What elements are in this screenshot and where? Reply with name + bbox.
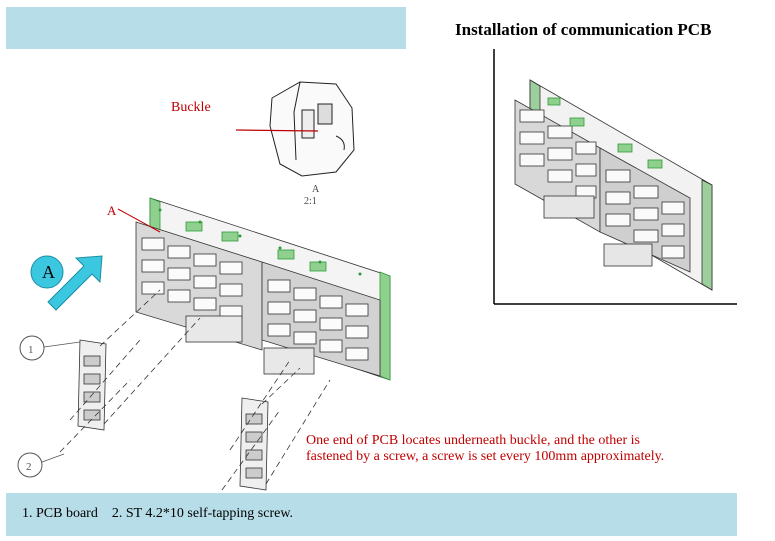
page-title: Installation of communication PCB [455,20,712,39]
part-balloon-2 [17,452,65,478]
part-2-label: 2 [26,461,32,473]
callout-a-label: A [107,203,117,218]
footer-bar [6,493,737,536]
installation-note: One end of PCB locates underneath buckle… [306,433,665,464]
detail-letter: A [312,184,320,195]
detail-scale: 2:1 [304,196,317,207]
parts-legend: 1. PCB board 2. ST 4.2*10 self-tapping s… [22,506,294,521]
main-assembly [135,197,391,381]
view-a-label: A [42,262,55,282]
callout-a-leader [117,208,161,233]
iso-view-assembly [514,79,713,291]
buckle-label: Buckle [171,100,211,115]
pcb-board-1 [77,339,107,431]
iso-view-frame [493,49,737,305]
assembly-dash-lines [59,289,331,491]
part-1-label: 1 [28,344,34,356]
view-a-arrow [30,255,103,311]
header-title-area [406,7,737,49]
buckle-detail-view [269,81,355,177]
pcb-board-2 [239,397,269,491]
buckle-leader-line [235,129,319,132]
part-balloon-1 [19,335,81,361]
